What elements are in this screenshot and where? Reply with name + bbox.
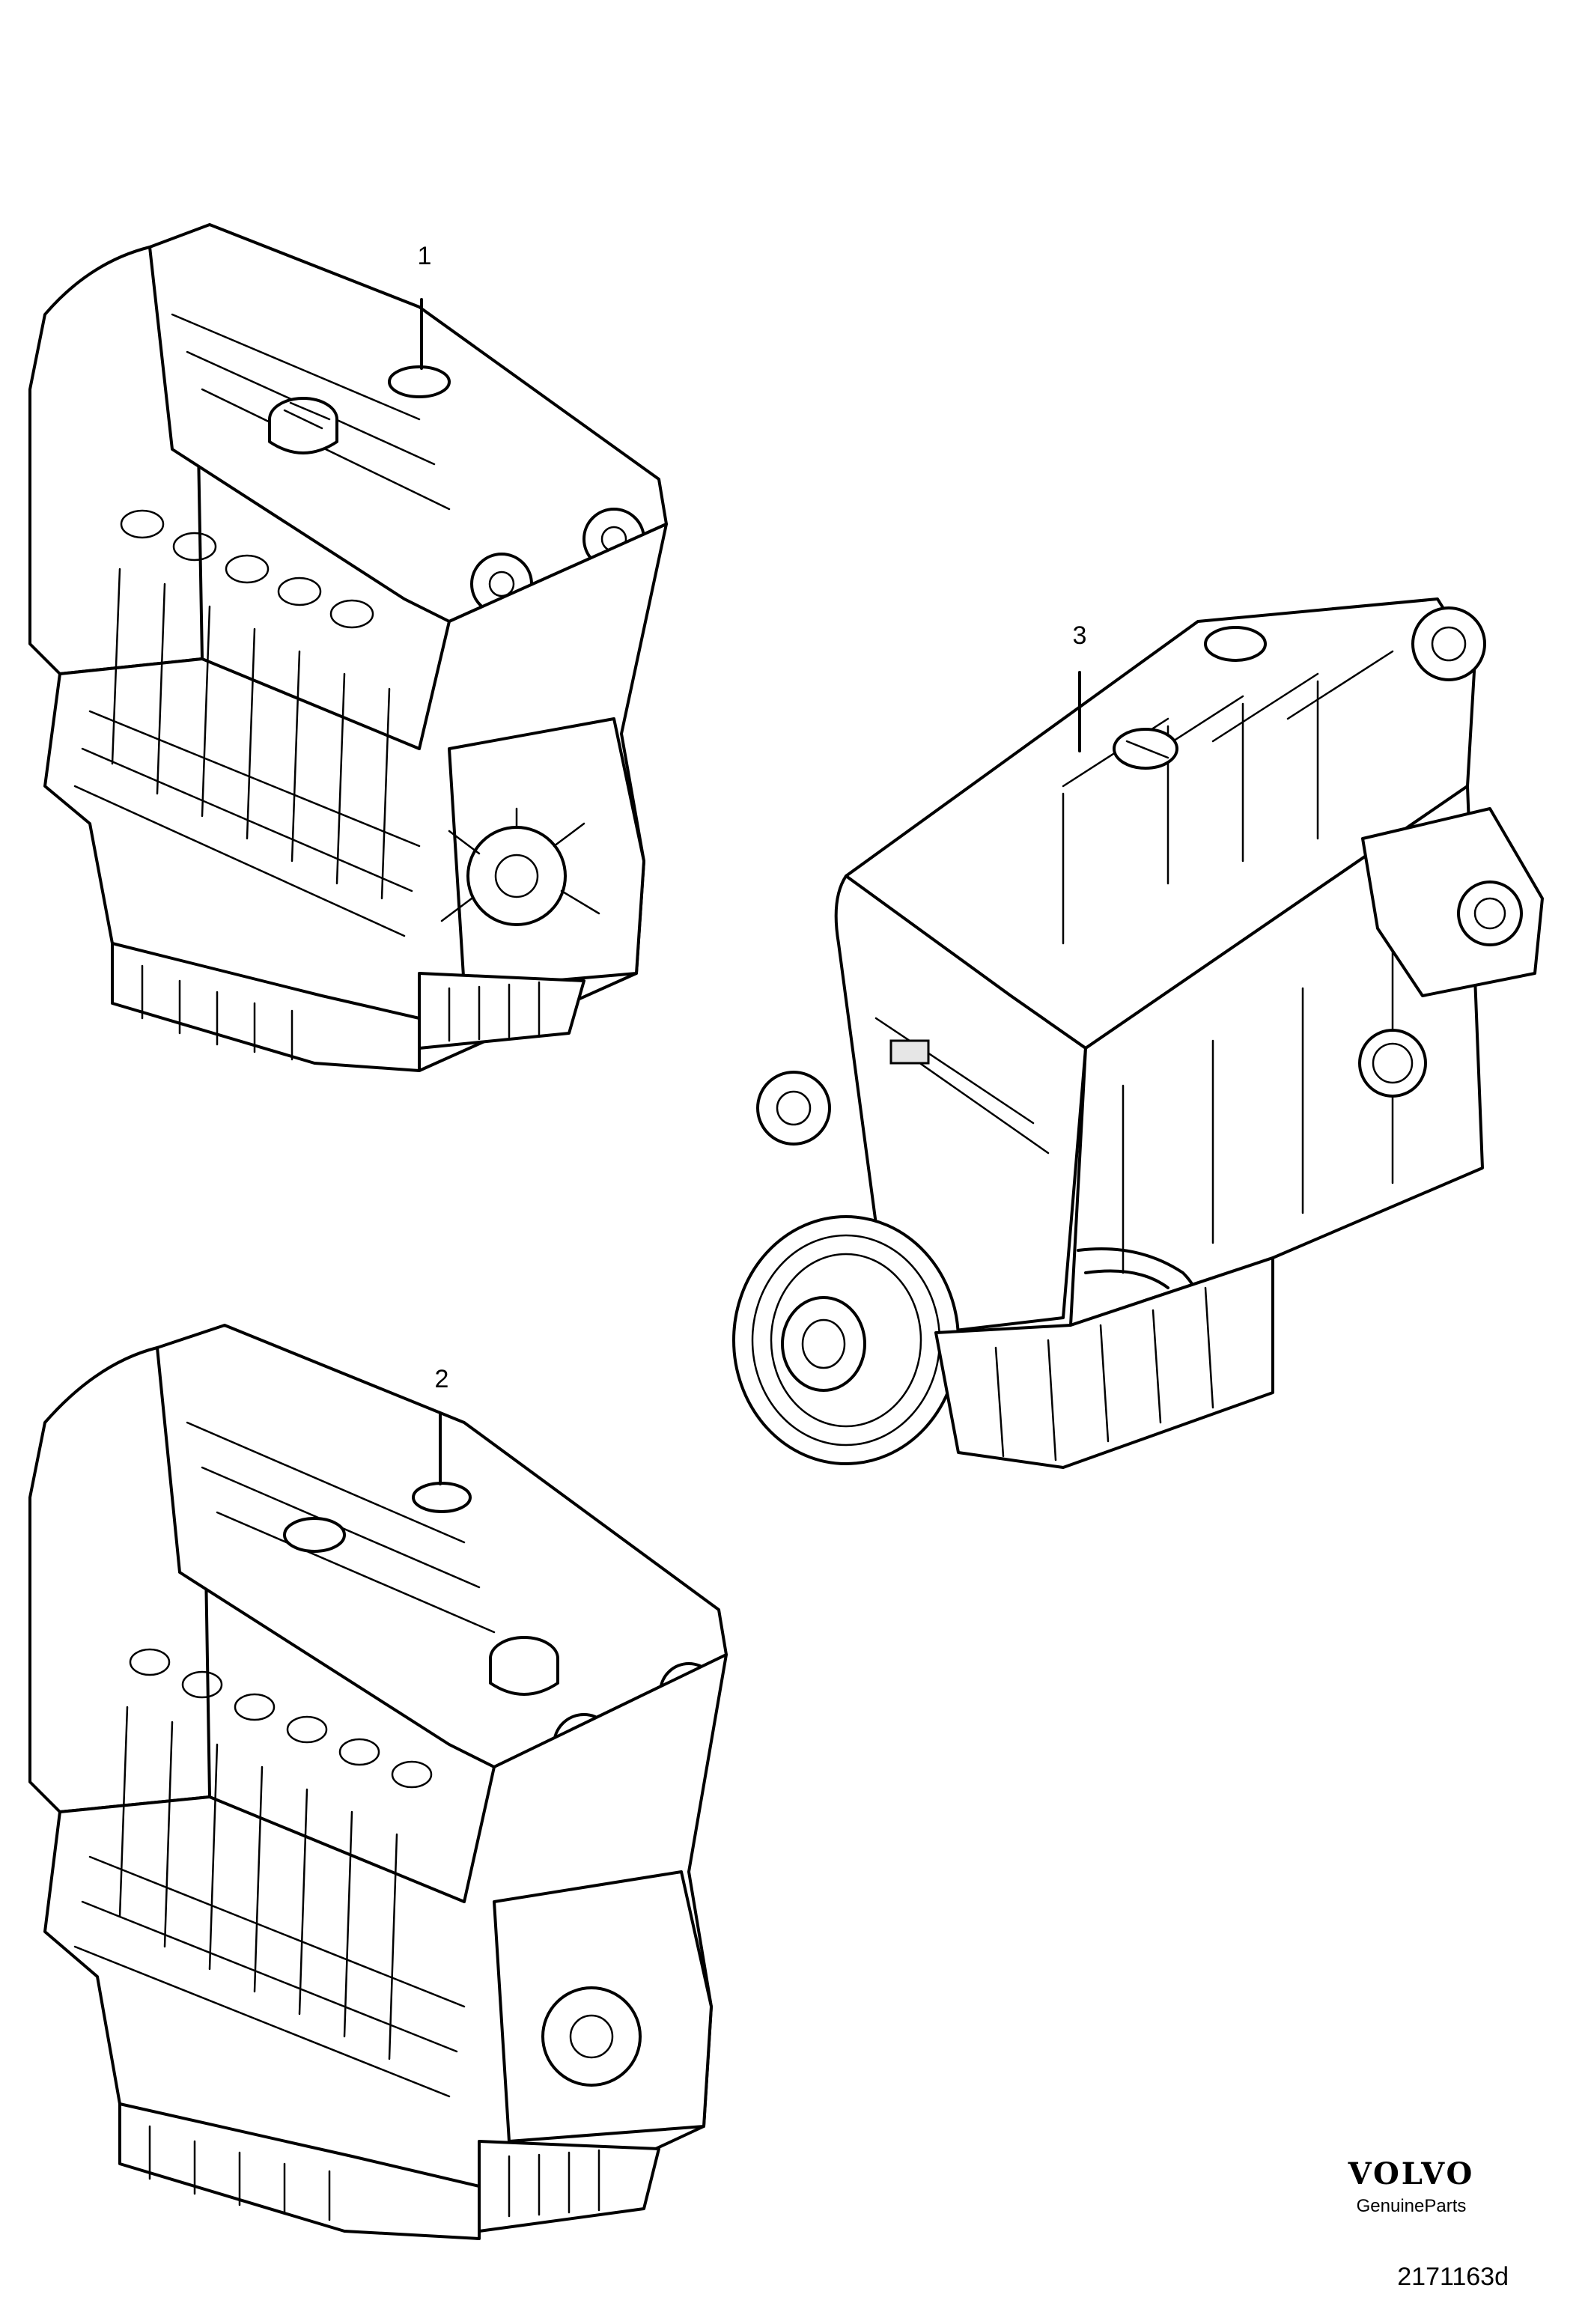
brand-block: VOLVO GenuineParts	[1314, 2156, 1509, 2217]
callout-2: 2	[434, 1365, 449, 1393]
engine-1-illustration	[28, 223, 668, 1072]
figure-reference: 2171163d	[1397, 2263, 1509, 2291]
callout-1: 1	[417, 242, 432, 270]
brand-subtitle: GenuineParts	[1356, 2196, 1467, 2216]
callout-3: 3	[1072, 621, 1087, 650]
volvo-logo: VOLVO	[1348, 2156, 1475, 2191]
engine-2-illustration	[28, 1324, 728, 2240]
engine-3-illustration	[732, 597, 1544, 1469]
